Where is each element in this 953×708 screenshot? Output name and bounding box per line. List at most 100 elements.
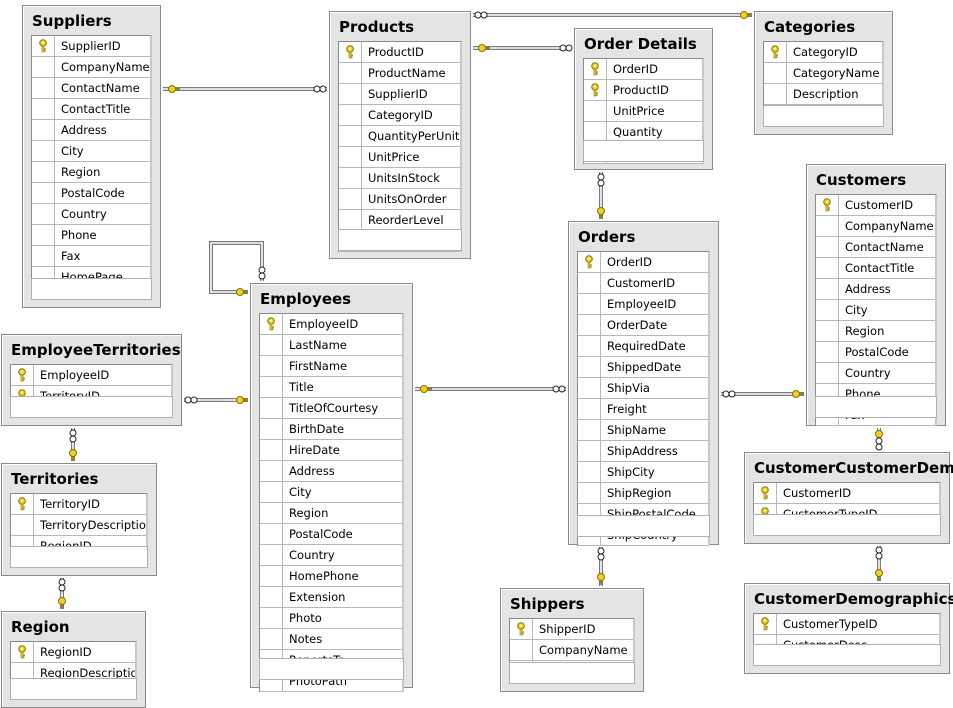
- column-row[interactable]: SupplierID: [32, 36, 150, 57]
- column-row[interactable]: PostalCode: [816, 342, 935, 363]
- column-row[interactable]: CustomerID: [754, 483, 939, 504]
- column-row[interactable]: TerritoryID: [11, 494, 146, 515]
- column-row[interactable]: ContactName: [32, 78, 150, 99]
- column-row[interactable]: Country: [32, 204, 150, 225]
- column-row[interactable]: OrderID: [584, 59, 702, 80]
- table-customer-customer-demo[interactable]: CustomerCustomerDemoCustomerIDCustomerTy…: [744, 452, 953, 544]
- column-row[interactable]: OrderDate: [578, 315, 708, 336]
- column-row[interactable]: BirthDate: [260, 419, 402, 440]
- column-row[interactable]: UnitPrice: [584, 101, 702, 122]
- relationship-region-territories[interactable]: [58, 578, 66, 609]
- column-row[interactable]: Address: [32, 120, 150, 141]
- column-row[interactable]: ShippedDate: [578, 357, 708, 378]
- column-row[interactable]: ProductID: [339, 42, 460, 63]
- column-row[interactable]: CompanyName: [32, 57, 150, 78]
- column-row[interactable]: QuantityPerUnit: [339, 126, 460, 147]
- column-row[interactable]: Photo: [260, 608, 402, 629]
- column-row[interactable]: ShipRegion: [578, 483, 708, 504]
- table-shippers[interactable]: ShippersShipperIDCompanyNamePhone: [500, 588, 644, 692]
- column-row[interactable]: SupplierID: [339, 84, 460, 105]
- relationship-customers-orders[interactable]: [721, 390, 804, 398]
- relationship-shippers-orders[interactable]: [597, 547, 605, 586]
- column-row[interactable]: CustomerID: [816, 195, 935, 216]
- row-selector: [260, 482, 283, 502]
- column-row[interactable]: Region: [260, 503, 402, 524]
- relationship-categories-products[interactable]: [473, 11, 752, 19]
- column-row[interactable]: Country: [260, 545, 402, 566]
- key-end-icon: [597, 207, 605, 219]
- column-row[interactable]: FirstName: [260, 356, 402, 377]
- relationship-orders-order-details[interactable]: [597, 172, 605, 219]
- column-row[interactable]: ProductName: [339, 63, 460, 84]
- column-row[interactable]: Address: [260, 461, 402, 482]
- column-row[interactable]: HireDate: [260, 440, 402, 461]
- column-row[interactable]: EmployeeID: [578, 294, 708, 315]
- column-row[interactable]: Fax: [32, 246, 150, 267]
- column-row[interactable]: ContactTitle: [32, 99, 150, 120]
- column-row[interactable]: ReorderLevel: [339, 210, 460, 231]
- column-row[interactable]: PostalCode: [32, 183, 150, 204]
- column-row[interactable]: Phone: [32, 225, 150, 246]
- column-row[interactable]: LastName: [260, 335, 402, 356]
- column-row[interactable]: Region: [816, 321, 935, 342]
- relationship-employees-employee-territories[interactable]: [184, 396, 248, 404]
- table-title: CustomerCustomerDemo: [754, 459, 953, 477]
- column-row[interactable]: ContactTitle: [816, 258, 935, 279]
- column-row[interactable]: CompanyName: [816, 216, 935, 237]
- column-row[interactable]: ShipAddress: [578, 441, 708, 462]
- column-row[interactable]: CategoryName: [764, 63, 882, 84]
- column-row[interactable]: UnitsInStock: [339, 168, 460, 189]
- column-row[interactable]: Freight: [578, 399, 708, 420]
- column-row[interactable]: Extension: [260, 587, 402, 608]
- column-row[interactable]: Country: [816, 363, 935, 384]
- column-name: ReorderLevel: [368, 213, 444, 227]
- column-row[interactable]: ProductID: [584, 80, 702, 101]
- column-row[interactable]: CategoryID: [764, 42, 882, 63]
- column-row[interactable]: CompanyName: [510, 640, 633, 661]
- column-row[interactable]: PostalCode: [260, 524, 402, 545]
- column-row[interactable]: Description: [764, 84, 882, 105]
- relationship-products-order-details[interactable]: [473, 44, 573, 52]
- relationship-customers-customer-customer-demo[interactable]: [875, 428, 883, 451]
- column-row[interactable]: OrderID: [578, 252, 708, 273]
- column-row[interactable]: TitleOfCourtesy: [260, 398, 402, 419]
- table-customer-demographics[interactable]: CustomerDemographicsCustomerTypeIDCustom…: [744, 583, 953, 674]
- column-row[interactable]: CustomerID: [578, 273, 708, 294]
- column-row[interactable]: City: [260, 482, 402, 503]
- column-row[interactable]: RegionID: [11, 642, 135, 663]
- column-row[interactable]: HomePhone: [260, 566, 402, 587]
- column-row[interactable]: ShipName: [578, 420, 708, 441]
- column-row[interactable]: Region: [32, 162, 150, 183]
- relationship-territories-employee-territories[interactable]: [69, 428, 77, 461]
- column-row[interactable]: EmployeeID: [11, 365, 171, 386]
- column-row[interactable]: City: [32, 141, 150, 162]
- column-row[interactable]: RequiredDate: [578, 336, 708, 357]
- relationship-suppliers-products[interactable]: [163, 85, 327, 93]
- column-row[interactable]: ContactName: [816, 237, 935, 258]
- relationship-employees-orders[interactable]: [415, 385, 566, 393]
- column-row[interactable]: Notes: [260, 629, 402, 650]
- column-row[interactable]: CustomerTypeID: [754, 614, 939, 635]
- column-row[interactable]: TerritoryDescription: [11, 515, 146, 536]
- column-row[interactable]: UnitsOnOrder: [339, 189, 460, 210]
- column-row[interactable]: Address: [816, 279, 935, 300]
- column-row[interactable]: ShipVia: [578, 378, 708, 399]
- column-row[interactable]: Title: [260, 377, 402, 398]
- column-row[interactable]: ShipCity: [578, 462, 708, 483]
- column-row[interactable]: EmployeeID: [260, 314, 402, 335]
- column-row[interactable]: ShipperID: [510, 619, 633, 640]
- column-row[interactable]: CategoryID: [339, 105, 460, 126]
- relationship-customer-demographics-customer-customer-demo[interactable]: [875, 546, 883, 581]
- column-row[interactable]: UnitPrice: [339, 147, 460, 168]
- table-employee-territories[interactable]: EmployeeTerritoriesEmployeeIDTerritoryID: [1, 334, 182, 426]
- column-row[interactable]: City: [816, 300, 935, 321]
